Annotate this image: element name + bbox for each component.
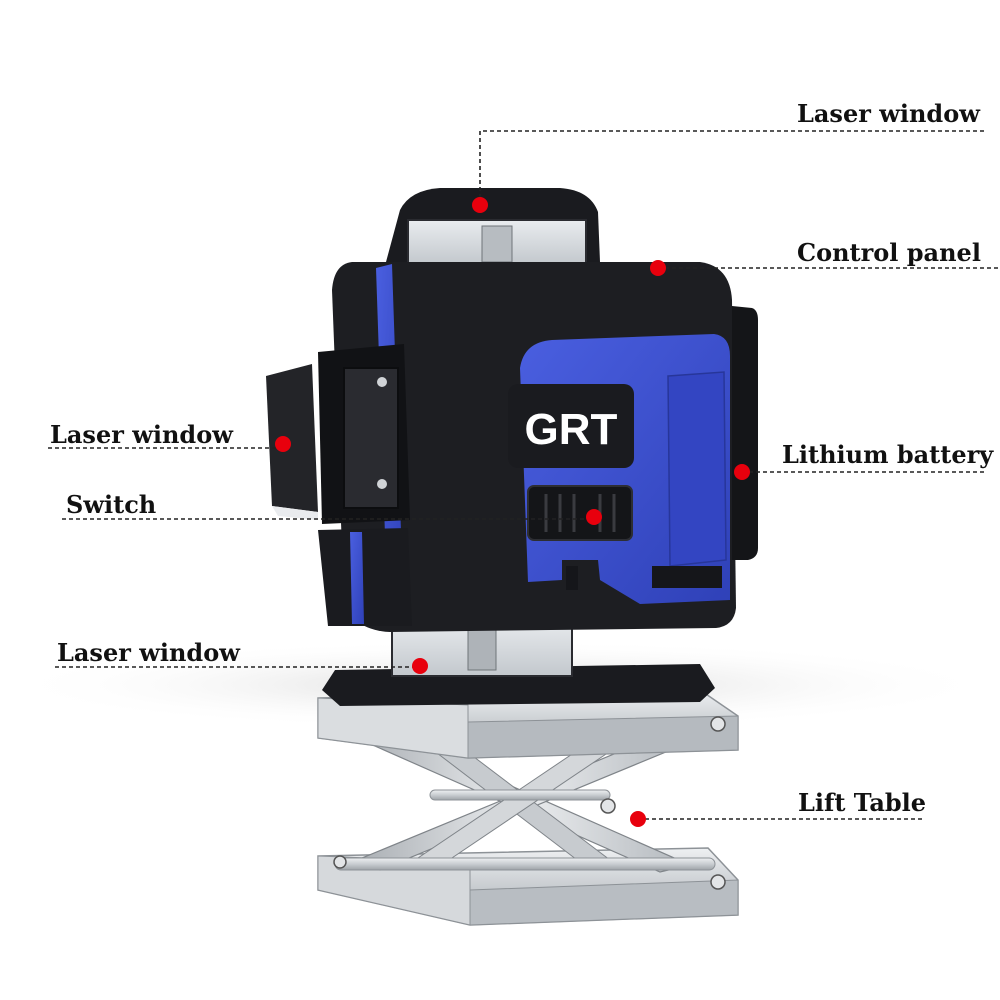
marker-lift-table — [630, 811, 646, 827]
marker-laser-window-left — [275, 436, 291, 452]
leader-lines — [48, 130, 1000, 820]
power-switch — [527, 485, 633, 541]
label-lift-table: Lift Table — [798, 788, 927, 817]
logo-plate — [508, 384, 634, 468]
laser-level: GRT — [266, 188, 758, 706]
label-switch: Switch — [66, 490, 157, 519]
lift-table — [317, 689, 739, 926]
label-laser-window-top: Laser window — [797, 99, 980, 128]
label-laser-window-bottom: Laser window — [57, 638, 240, 667]
label-lithium-battery: Lithium battery — [782, 440, 994, 469]
label-laser-window-left: Laser window — [50, 420, 233, 449]
marker-control-panel — [650, 260, 666, 276]
label-control-panel: Control panel — [797, 238, 981, 267]
marker-laser-window-top — [472, 197, 488, 213]
marker-laser-window-bottom — [412, 658, 428, 674]
brand-logo: GRT — [525, 405, 618, 454]
marker-switch — [586, 509, 602, 525]
callout-markers — [275, 197, 750, 827]
marker-lithium-battery — [734, 464, 750, 480]
